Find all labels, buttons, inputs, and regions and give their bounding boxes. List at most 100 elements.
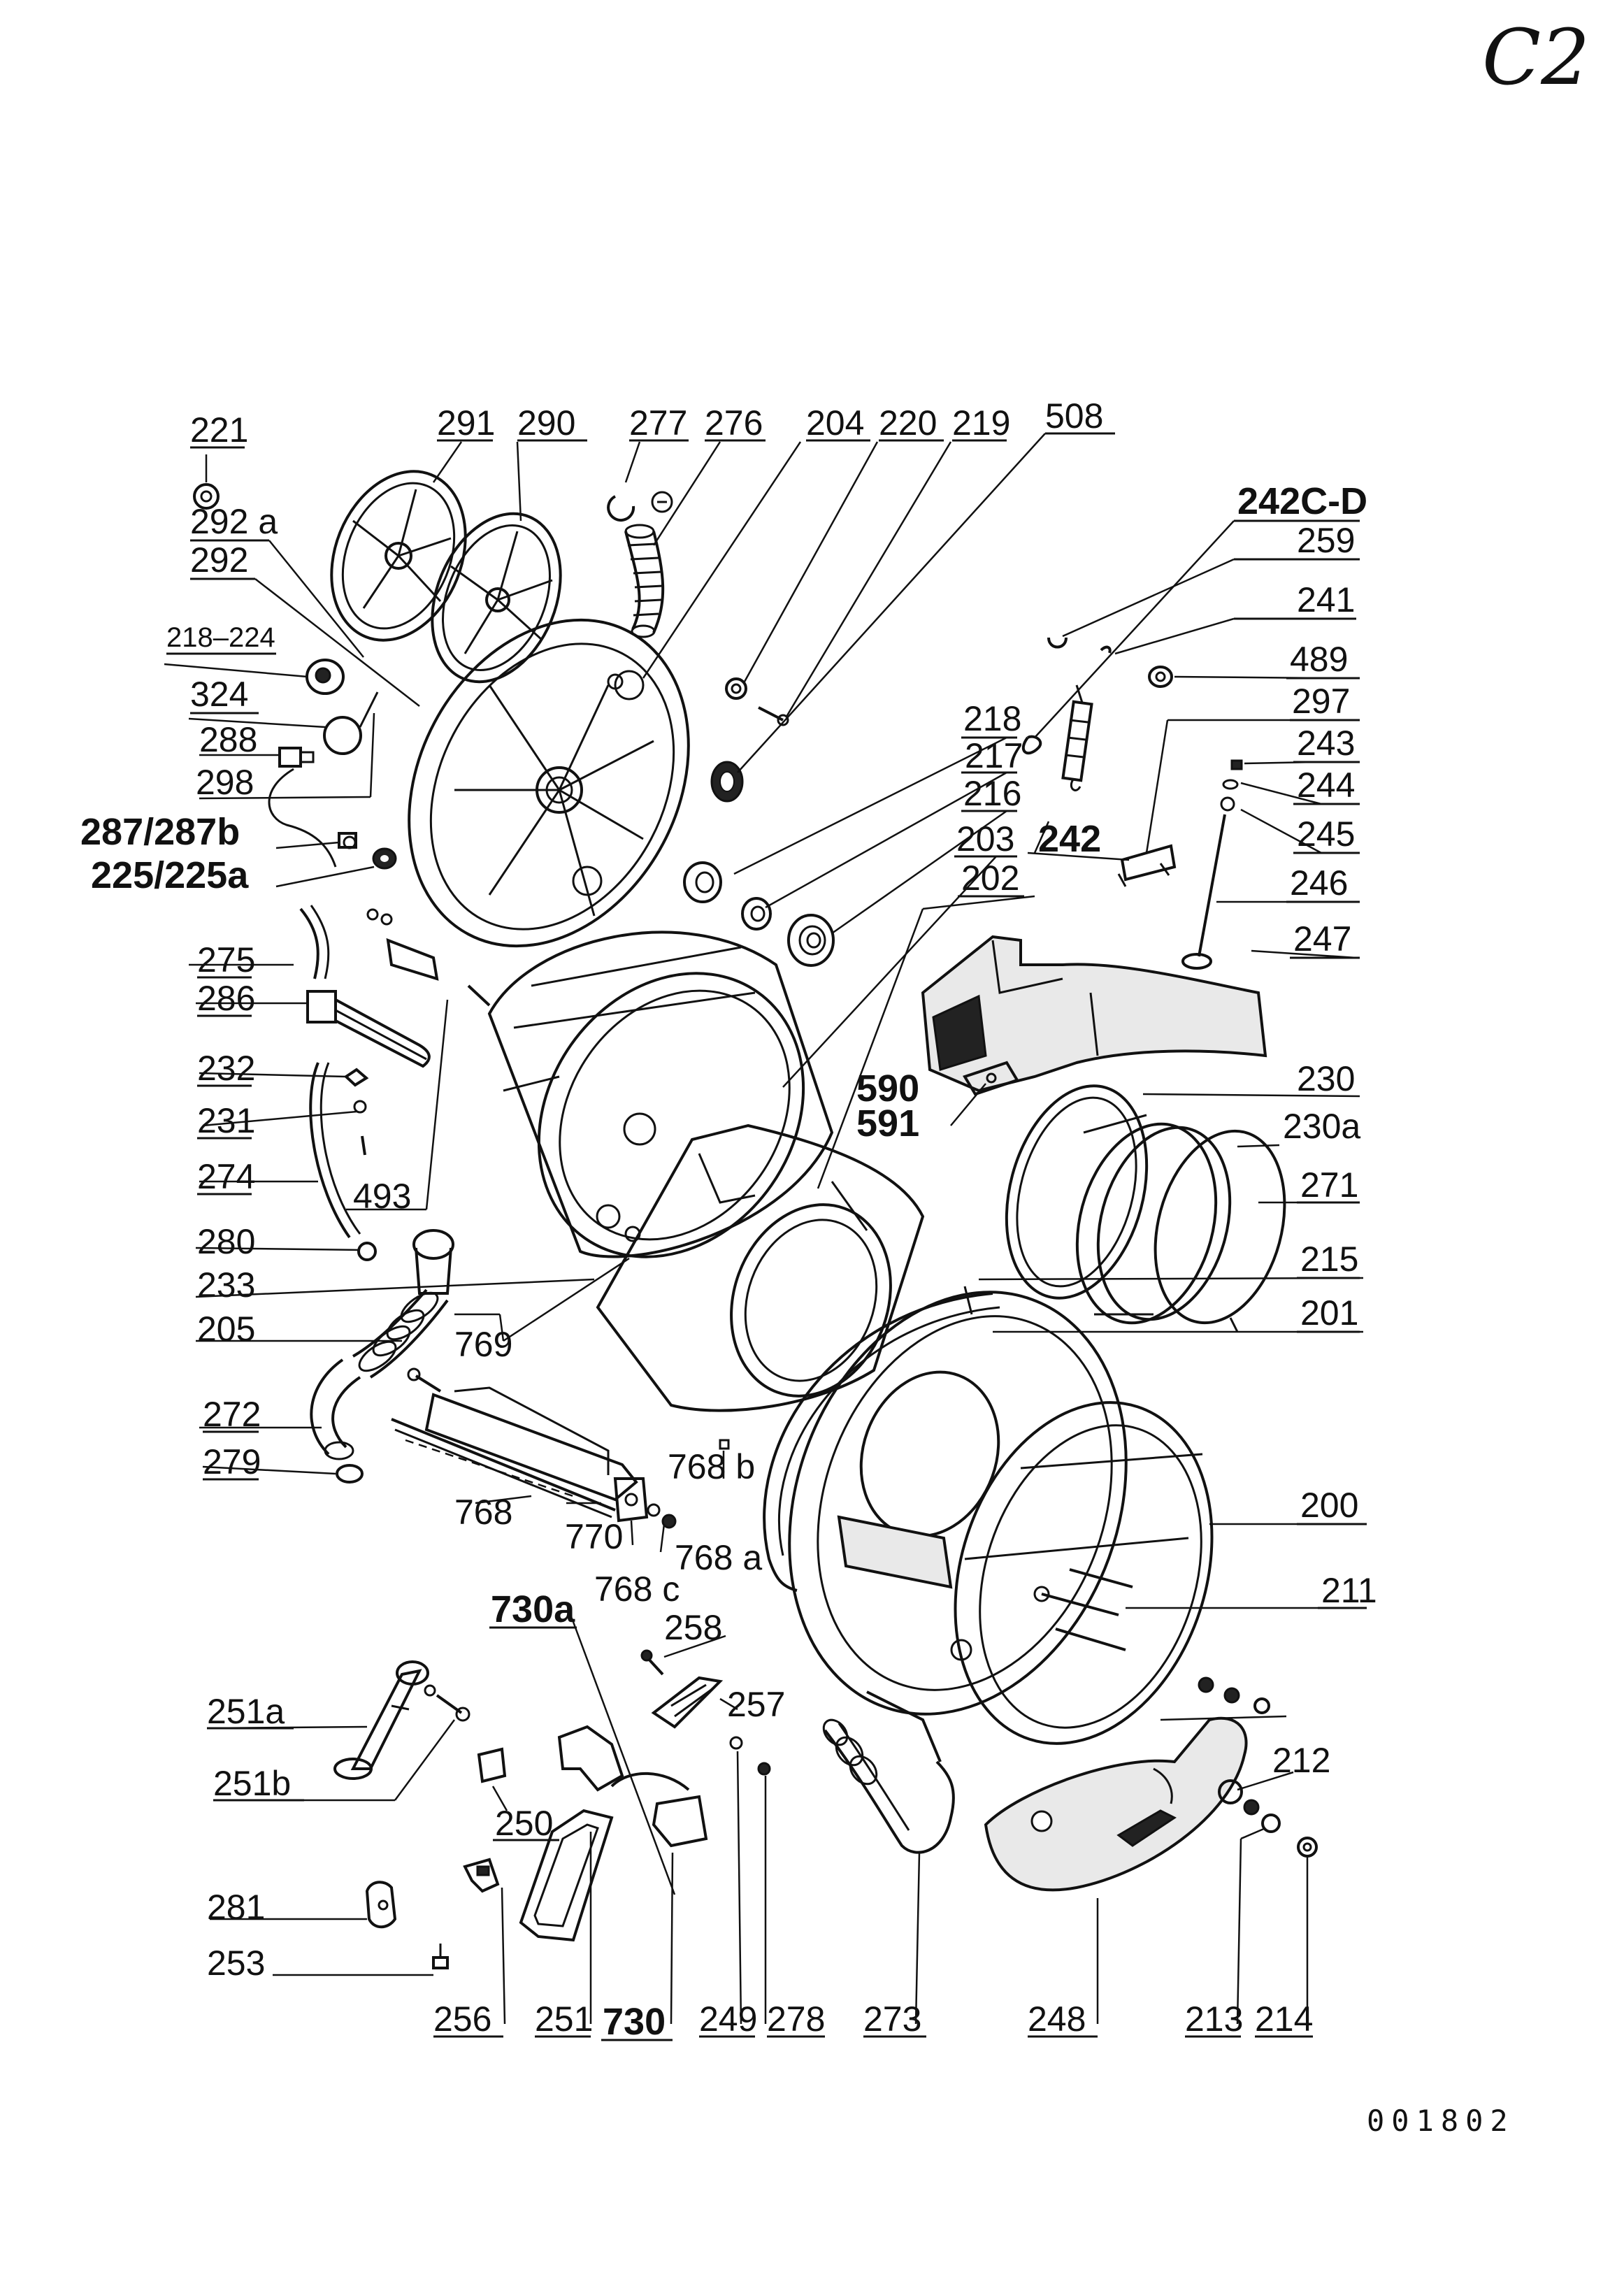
part-770-bracket [407, 1367, 638, 1502]
label-250: 250 [495, 1804, 553, 1843]
label-242cd: 242C-D [1237, 480, 1367, 522]
part-225-grommet [372, 847, 397, 870]
part-215-tub-seal [763, 1292, 1000, 1592]
part-274-hose [309, 1062, 361, 1239]
label-246: 246 [1290, 863, 1348, 903]
label-508: 508 [1045, 396, 1103, 436]
label-243: 243 [1297, 724, 1355, 763]
label-730: 730 [603, 2001, 666, 2043]
label-218-224: 218–224 [166, 622, 275, 653]
label-201: 201 [1300, 1293, 1358, 1333]
part-298-wiring [268, 768, 337, 868]
label-769: 769 [454, 1325, 512, 1364]
part-245-washer [1220, 796, 1235, 812]
part-281-bumper [365, 1881, 397, 1929]
part-218-bearing [683, 861, 722, 903]
label-214: 214 [1255, 1999, 1313, 2039]
label-241: 241 [1297, 580, 1355, 619]
part-730-clamp [557, 1725, 708, 1848]
label-249: 249 [699, 1999, 757, 2039]
label-230: 230 [1297, 1059, 1355, 1098]
label-233: 233 [197, 1265, 255, 1305]
label-212: 212 [1272, 1741, 1330, 1780]
part-231-nut [353, 1100, 367, 1156]
part-257-bracket [651, 1676, 724, 1729]
leader-lines [164, 433, 1364, 2025]
label-271: 271 [1300, 1165, 1358, 1205]
part-251b-bolt [424, 1684, 470, 1722]
part-218-224-nut [306, 659, 345, 695]
part-324-component [323, 691, 379, 755]
label-768c: 768 c [594, 1570, 680, 1609]
label-272: 272 [203, 1395, 261, 1434]
part-278-nut [757, 1762, 771, 1776]
part-275-hose [299, 905, 330, 979]
label-298: 298 [196, 763, 254, 802]
label-219: 219 [952, 403, 1010, 443]
label-211: 211 [1321, 1571, 1377, 1610]
label-248: 248 [1028, 1999, 1086, 2039]
part-labels: 221 291 290 277 276 204 220 219 508 242C… [80, 396, 1377, 2043]
label-489: 489 [1290, 640, 1348, 679]
label-256: 256 [433, 1999, 491, 2039]
label-279: 279 [203, 1442, 261, 1481]
part-246-rod [1181, 814, 1226, 970]
part-202-front-tub [596, 1123, 925, 1412]
part-241-clip [1100, 645, 1112, 654]
label-205: 205 [197, 1309, 255, 1349]
label-203: 203 [956, 819, 1014, 859]
label-770: 770 [565, 1517, 623, 1556]
part-590-plate [963, 1061, 1019, 1096]
label-213: 213 [1185, 1999, 1243, 2039]
label-287-287b: 287/287b [80, 811, 240, 853]
label-253: 253 [207, 1944, 265, 1983]
part-248-rear-weight [984, 1716, 1248, 1892]
part-493-bracket [366, 908, 491, 1007]
label-247: 247 [1293, 919, 1351, 958]
part-233-sump [412, 1229, 454, 1295]
part-253-screw [432, 1944, 449, 1969]
part-216-bearing [787, 914, 835, 967]
part-213-washer [1261, 1813, 1281, 1833]
label-281: 281 [207, 1888, 265, 1927]
part-291-drum-pulley [330, 470, 467, 642]
label-273: 273 [863, 1999, 921, 2039]
label-202: 202 [961, 859, 1019, 898]
part-242cd-hook [1021, 735, 1042, 755]
label-292a: 292 a [190, 502, 278, 541]
part-200-tub-rear [950, 1401, 1214, 1745]
part-251-strap [519, 1809, 614, 1942]
part-297-bracket [1117, 844, 1177, 887]
part-205-bellows-hose [352, 1288, 449, 1379]
label-288: 288 [199, 720, 257, 759]
label-768: 768 [454, 1493, 512, 1532]
label-280: 280 [197, 1222, 255, 1261]
part-249-nut [729, 1736, 743, 1750]
part-232-clamp [343, 1068, 369, 1087]
label-245: 245 [1297, 814, 1355, 854]
part-768b-nut [719, 1439, 730, 1450]
corner-mark: C2 [1482, 13, 1590, 102]
part-250-pad [477, 1747, 507, 1783]
part-256-clip [463, 1858, 500, 1893]
part-508-seal [710, 761, 744, 803]
part-489-grommet [1148, 666, 1173, 688]
label-291: 291 [437, 403, 495, 443]
part-212-washer [1218, 1779, 1260, 1816]
part-280-clamp [357, 1242, 377, 1261]
part-230-door-gasket [1005, 1084, 1149, 1300]
parts-drawings [193, 470, 1318, 1969]
part-288-switch [278, 747, 315, 768]
part-768c-plate [613, 1477, 649, 1523]
part-204-rear-tub [408, 618, 690, 948]
part-287-sensor [338, 832, 357, 849]
label-277: 277 [629, 403, 687, 443]
label-218: 218 [963, 699, 1021, 738]
label-200: 200 [1300, 1486, 1358, 1525]
part-271-clamp-ring [1154, 1129, 1286, 1333]
label-225-225a: 225/225a [91, 854, 249, 896]
label-244: 244 [1297, 766, 1355, 805]
part-251a-shock-absorber [333, 1660, 429, 1780]
